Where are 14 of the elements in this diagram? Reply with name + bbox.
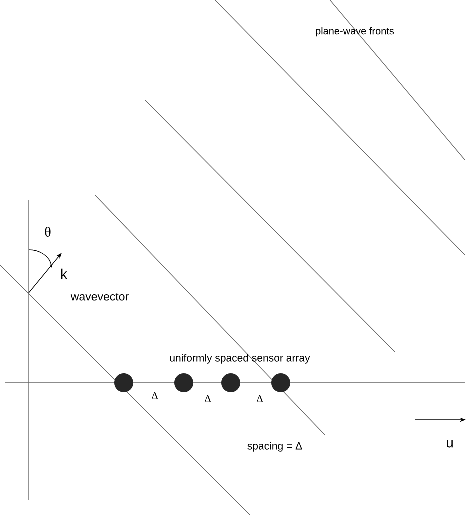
spacing-label: spacing = Δ xyxy=(248,442,302,452)
sensor-dot xyxy=(114,374,134,392)
sensor-dot xyxy=(272,374,290,392)
sensor-dot xyxy=(174,374,194,392)
angle-symbol: θ xyxy=(45,227,51,237)
spacing-symbol: Δ xyxy=(205,396,211,402)
vector-label: k xyxy=(61,268,68,280)
array-label: uniformly spaced sensor array xyxy=(170,354,310,364)
axis-label: u xyxy=(447,440,453,448)
spacing-symbol: Δ xyxy=(152,392,158,400)
spacing-symbol: Δ xyxy=(257,396,263,402)
section-title: plane-wave fronts xyxy=(316,27,394,37)
sensor-dot xyxy=(222,374,240,392)
vector-label: wavevector xyxy=(70,293,129,301)
